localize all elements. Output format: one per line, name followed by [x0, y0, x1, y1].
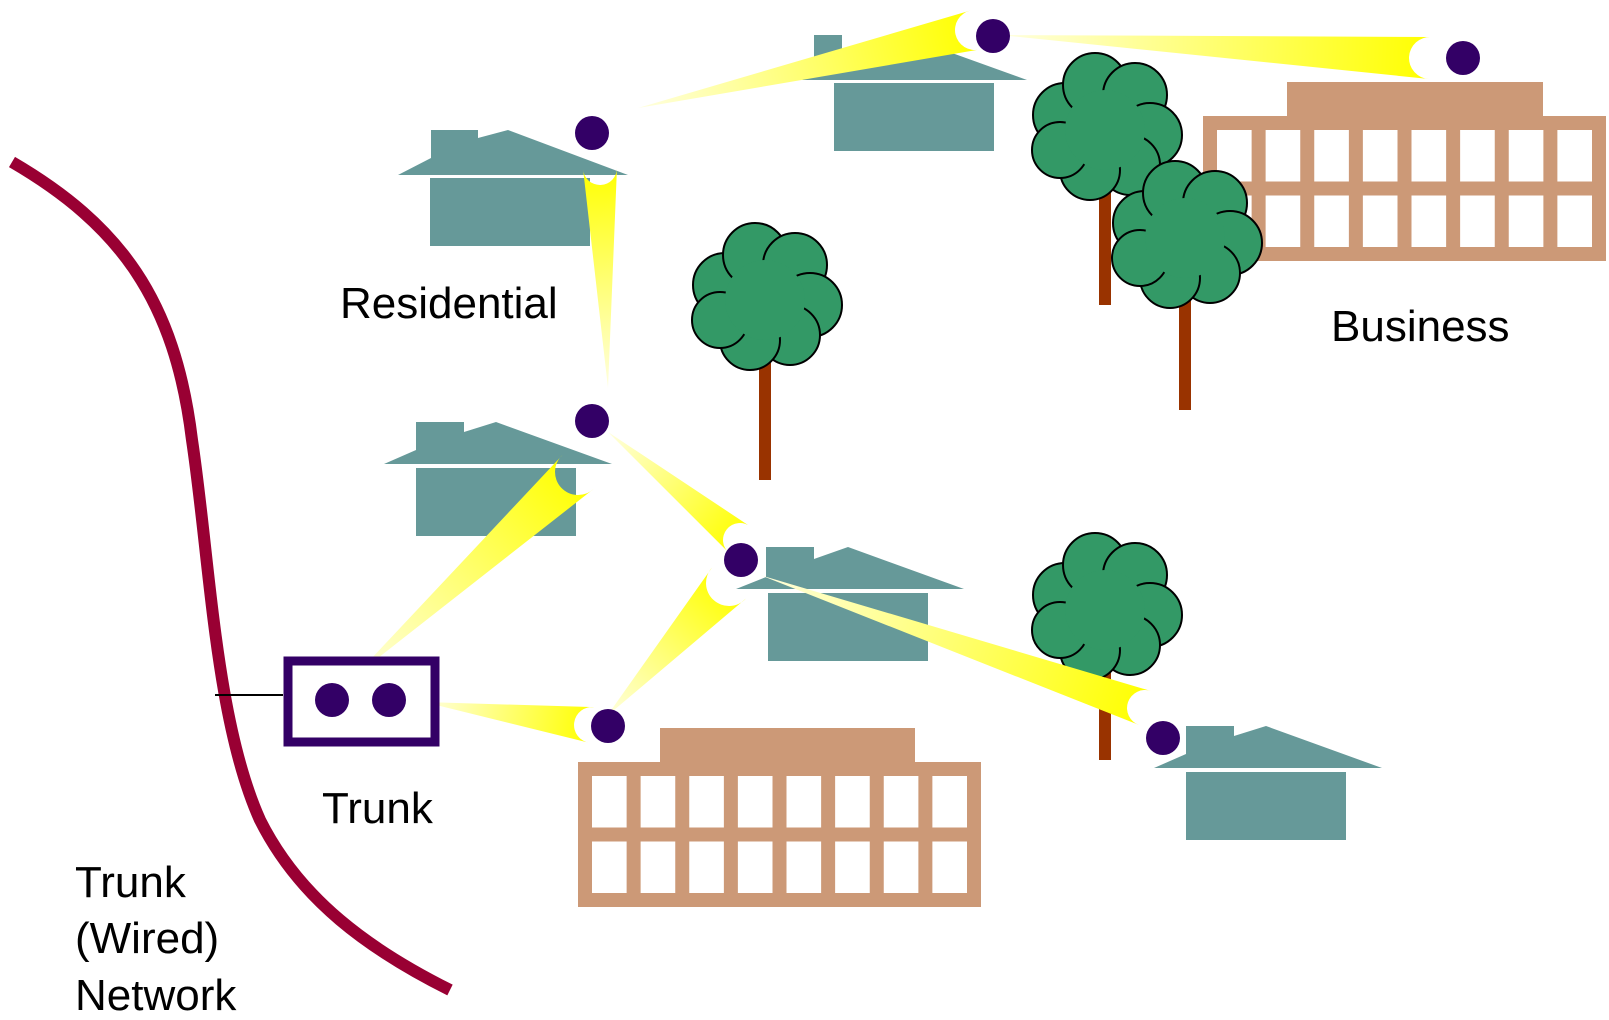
- radio-beam: [607, 567, 746, 716]
- business-label: Business: [1331, 302, 1510, 351]
- radio-beam: [1000, 35, 1432, 79]
- tree-icon: [1111, 160, 1263, 410]
- trunk-box: [283, 656, 440, 747]
- radio-beam: [760, 575, 1151, 726]
- residential-label: Residential: [340, 279, 558, 328]
- radio-node-icon: [372, 683, 406, 717]
- trunk-label: Trunk: [322, 784, 434, 833]
- radio-node-icon: [976, 19, 1010, 53]
- tree-icon: [1031, 52, 1183, 305]
- radio-node-icon: [575, 404, 609, 438]
- network-label-line2: (Wired): [75, 914, 219, 963]
- radio-beam: [638, 10, 980, 108]
- office-building-icon: [1203, 82, 1606, 261]
- radio-beam: [424, 702, 595, 743]
- tree-icon: [691, 222, 843, 480]
- radio-node-icon: [724, 543, 758, 577]
- network-label-line1: Trunk: [75, 858, 187, 907]
- office-building-icon: [578, 728, 981, 907]
- radio-beam: [608, 432, 751, 554]
- house-icon: [1154, 726, 1382, 840]
- radio-node-icon: [1446, 41, 1480, 75]
- radio-node-icon: [1146, 721, 1180, 755]
- radio-node-icon: [575, 116, 609, 150]
- house-icon: [384, 422, 612, 536]
- radio-beam: [583, 167, 618, 388]
- radio-node-icon: [591, 709, 625, 743]
- radio-node-icon: [315, 683, 349, 717]
- house-icon: [736, 547, 964, 661]
- radio-beam: [355, 455, 594, 676]
- network-label-line3: Network: [75, 971, 237, 1020]
- wired-network-cable: [8, 156, 453, 996]
- house-icon: [398, 130, 628, 246]
